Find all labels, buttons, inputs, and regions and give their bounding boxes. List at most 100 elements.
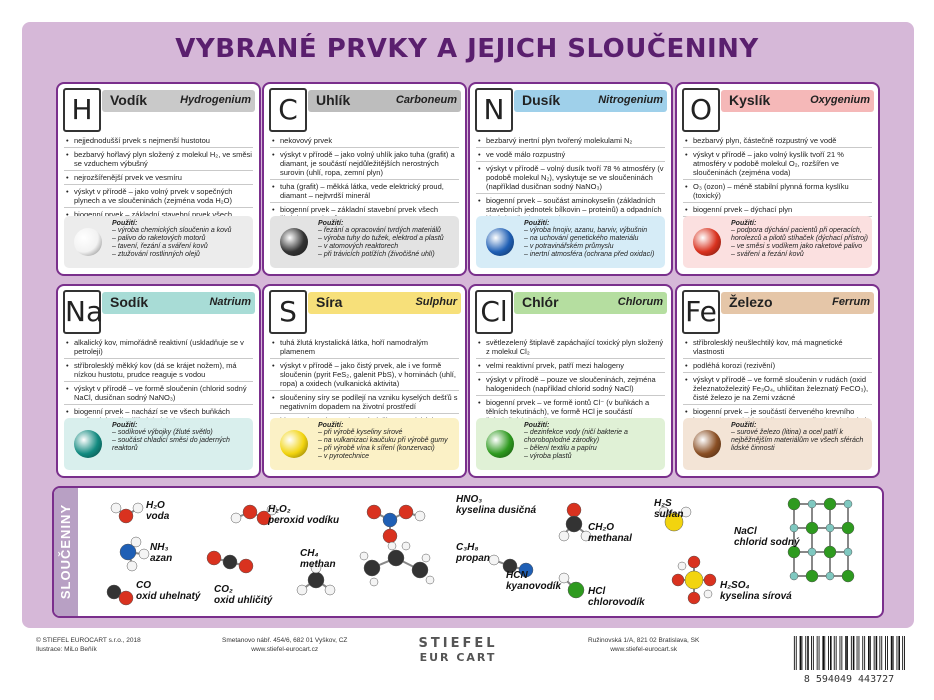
element-name: Síra xyxy=(316,294,343,310)
atom-icon xyxy=(411,561,429,579)
barcode-bar xyxy=(807,636,809,670)
atom-icon xyxy=(566,502,582,518)
atom-icon xyxy=(366,504,382,520)
barcode-bar xyxy=(801,636,803,670)
element-card-chlorum: Cl Chlór Chlorum světlezelený štiplavě z… xyxy=(468,284,673,478)
atom-icon xyxy=(359,551,369,561)
element-card-hydrogenium: H Vodík Hydrogenium nejjednodušší prvek … xyxy=(56,82,261,276)
element-symbol: S xyxy=(269,290,307,334)
barcode-bar xyxy=(795,636,797,670)
atom-icon xyxy=(369,577,379,587)
atom-icon xyxy=(680,506,692,518)
card-bullet: výskyt v přírodě – ve formě sloučenin (c… xyxy=(64,382,253,405)
barcode-bar xyxy=(805,636,807,670)
card-use-item: – inertní atmosféra (ochrana před oxidac… xyxy=(524,251,655,258)
atom-icon xyxy=(296,584,308,596)
atom-icon xyxy=(132,502,144,514)
atom-icon xyxy=(242,504,258,520)
element-name: Železo xyxy=(729,294,773,310)
barcode-bar xyxy=(847,636,848,670)
atom-ball-icon xyxy=(693,228,721,256)
card-use-item: – podpora dýchání pacientů při operacích… xyxy=(731,227,868,242)
card-uses: Použití: – podpora dýchání pacientů při … xyxy=(683,216,872,268)
atom-icon xyxy=(825,571,835,581)
atom-icon xyxy=(382,512,398,528)
barcode-bar xyxy=(896,636,898,670)
atom-icon xyxy=(421,553,431,563)
atom-ball-icon xyxy=(280,228,308,256)
atom-icon xyxy=(130,536,142,548)
barcode-bar xyxy=(811,636,812,670)
card-uses: Použití: – řezání a opracování tvrdých m… xyxy=(270,216,459,268)
card-uses: Použití: – výroba chemických sloučenin a… xyxy=(64,216,253,268)
barcode-bar xyxy=(881,636,883,670)
atom-icon xyxy=(401,541,411,551)
card-facts: světlezelený štiplavě zapáchající toxick… xyxy=(476,336,665,428)
atom-icon xyxy=(825,523,835,533)
footer-address-cz: Smetanovo nábř. 454/6, 682 01 Vyškov, CZ xyxy=(222,637,348,644)
atom-icon xyxy=(687,591,701,605)
card-facts: stříbrolesklý neušlechtilý kov, má magne… xyxy=(683,336,872,437)
barcode-bar xyxy=(904,636,905,670)
atom-icon xyxy=(398,504,414,520)
card-bullet: podléhá korozi (rezivění) xyxy=(683,359,872,373)
atom-icon xyxy=(414,510,426,522)
molecules-illustration xyxy=(106,497,855,606)
card-bullet: velmi reaktivní prvek, patří mezi haloge… xyxy=(476,359,665,373)
card-use-item: – palivo do raketových motorů xyxy=(112,235,206,242)
card-bullet: výskyt v přírodě – pouze ve sloučeninách… xyxy=(476,373,665,396)
element-name: Vodík xyxy=(110,92,148,108)
barcode-bar xyxy=(828,636,829,670)
element-latin-name: Sulphur xyxy=(415,296,457,308)
card-use-item: – v pyrotechnice xyxy=(318,453,369,460)
card-uses: Použití: – sodíkové výbojky (žluté světl… xyxy=(64,418,253,470)
atom-icon xyxy=(789,571,799,581)
card-bullet: nejrozšířenější prvek ve vesmíru xyxy=(64,171,253,185)
element-name: Chlór xyxy=(522,294,559,310)
atom-ball-icon xyxy=(74,228,102,256)
barcode-bar xyxy=(793,636,795,670)
atom-icon xyxy=(256,510,272,526)
atom-ball-icon xyxy=(486,228,514,256)
atom-icon xyxy=(805,521,819,535)
element-card-nitrogenium: N Dusík Nitrogenium bezbarvý inertní ply… xyxy=(468,82,673,276)
element-latin-name: Natrium xyxy=(209,296,251,308)
atom-icon xyxy=(703,589,713,599)
footer-web-cz: www.stiefel-eurocart.cz xyxy=(251,646,319,653)
barcode-bar xyxy=(835,636,837,670)
card-bullet: ve vodě málo rozpustný xyxy=(476,148,665,162)
barcode-bar xyxy=(890,636,893,670)
atom-ball-icon xyxy=(486,430,514,458)
element-symbol: H xyxy=(63,88,101,132)
card-bullet: výskyt v přírodě – jako volný prvek v so… xyxy=(64,185,253,208)
atom-icon xyxy=(580,530,592,542)
uses-title: Použití: xyxy=(112,422,138,429)
card-bullet: O₃ (ozon) – méně stabilní plynná forma k… xyxy=(683,180,872,203)
card-facts: bezbarvý inertní plyn tvořený molekulami… xyxy=(476,134,665,226)
atom-icon xyxy=(222,554,238,570)
element-card-carboneum: C Uhlík Carboneum nekovový prvekvýskyt v… xyxy=(262,82,467,276)
element-latin-name: Carboneum xyxy=(395,94,457,106)
atom-icon xyxy=(677,561,687,571)
atom-icon xyxy=(841,521,855,535)
atom-icon xyxy=(684,570,704,590)
barcode-bar xyxy=(856,636,858,670)
element-latin-name: Ferrum xyxy=(832,296,870,308)
atom-icon xyxy=(118,590,134,606)
barcode-bar xyxy=(841,636,843,670)
card-facts: alkalický kov, mimořádně reaktivní (uskl… xyxy=(64,336,253,428)
atom-icon xyxy=(363,559,381,577)
barcode-bar xyxy=(858,636,860,670)
card-use-item: – surové železo (litina) a ocel patří k … xyxy=(731,429,864,452)
atom-icon xyxy=(841,569,855,583)
card-use-item: – na vulkanizaci kaučuku při výrobě gumy xyxy=(318,437,448,444)
atom-icon xyxy=(558,572,570,584)
atom-icon xyxy=(488,554,500,566)
atom-icon xyxy=(807,547,817,557)
card-bullet: bezbarvý inertní plyn tvořený molekulami… xyxy=(476,134,665,148)
card-use-item: – výroba hnojiv, azanu, barviv, výbušnin xyxy=(524,227,648,234)
